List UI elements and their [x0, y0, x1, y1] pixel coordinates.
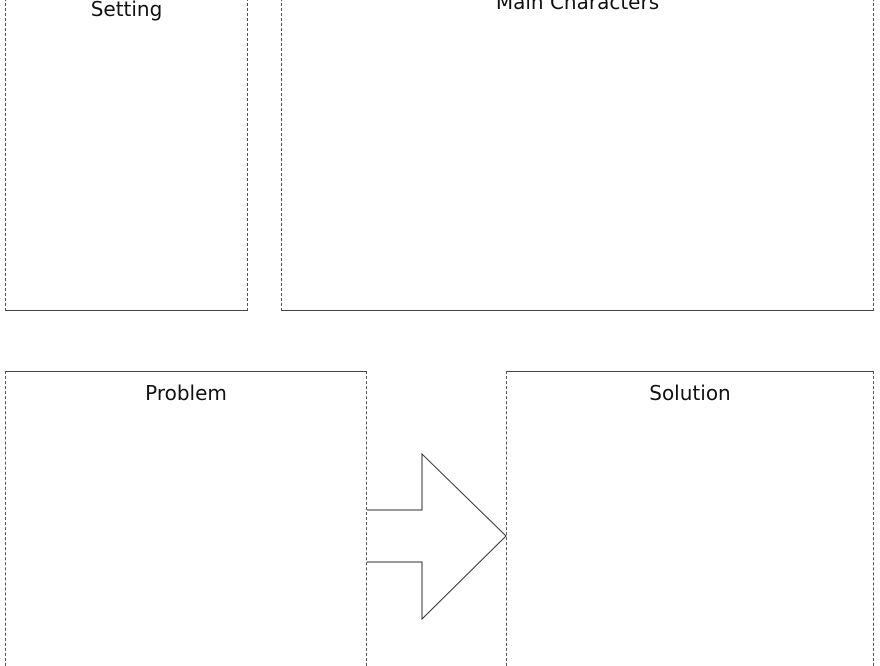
setting-box: Setting	[5, 0, 248, 311]
main-characters-title: Main Characters	[495, 0, 660, 14]
solution-box: Solution	[506, 371, 874, 666]
problem-box: Problem	[5, 371, 367, 666]
main-characters-box: Main Characters	[281, 0, 874, 311]
setting-title: Setting	[90, 0, 163, 21]
problem-title: Problem	[145, 381, 227, 405]
solution-title: Solution	[649, 381, 731, 405]
